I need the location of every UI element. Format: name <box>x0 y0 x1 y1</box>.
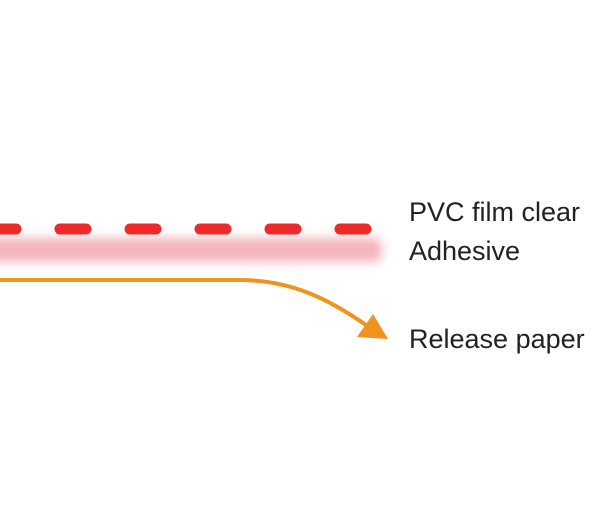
adhesive-label: Adhesive <box>409 236 521 266</box>
pvc-film-label: PVC film clear <box>409 197 581 227</box>
release-paper-arrowhead <box>357 314 388 339</box>
adhesive-layer-band <box>0 238 382 262</box>
release-paper-curve <box>0 278 368 327</box>
release-paper-label: Release paper <box>409 324 585 354</box>
